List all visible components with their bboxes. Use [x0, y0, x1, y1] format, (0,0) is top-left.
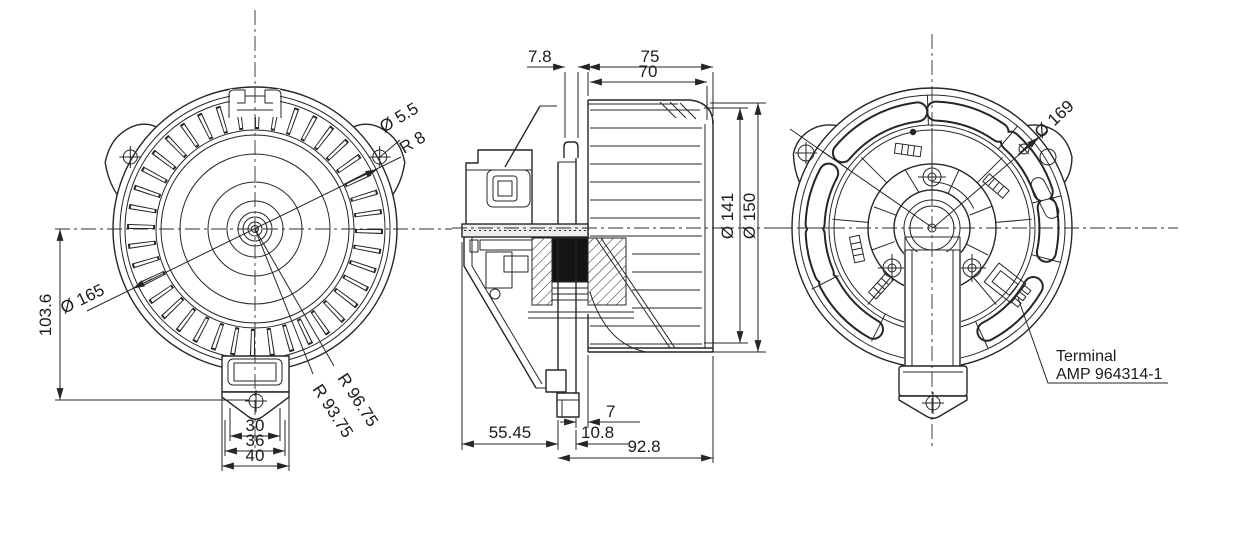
side-dim-928-label: 92.8: [627, 437, 660, 456]
side-lower-cowl: [463, 237, 567, 393]
front-impeller-diameter-label: Ø 165: [57, 280, 107, 317]
rear-centerlines: [778, 34, 1178, 446]
side-dim-70-label: 70: [639, 62, 658, 81]
rear-ear-left: [792, 124, 837, 183]
front-ear-left: [104, 123, 157, 195]
side-mounting-plate: [556, 141, 580, 418]
side-dim-flange-depth: 10.8: [575, 423, 628, 450]
side-dim-108-label: 10.8: [581, 423, 614, 442]
rear-bottom-bracket: [898, 365, 968, 419]
front-scroll-radius-leaders: R 96.75 R 93.75: [254, 228, 382, 441]
front-dim-103-label: 103.6: [36, 294, 55, 337]
front-dim-bracket-widths: 30 36 40: [221, 394, 290, 471]
side-dim-impeller-inner-diameter: Ø 141: [704, 107, 748, 344]
rear-terminal-label-line2: AMP 964314-1: [1056, 366, 1163, 383]
side-dim-plate-to-impeller: 7: [560, 355, 640, 428]
side-motor-housing: [461, 105, 589, 393]
side-connector: [486, 169, 531, 208]
front-dim-center-to-mount: 103.6: [36, 229, 249, 401]
front-impeller-diameter-leader: Ø 165: [57, 156, 402, 318]
rear-inner-spokes: [832, 128, 1032, 305]
rear-bottom-channel: [904, 236, 961, 368]
rear-view: Ø 169 Terminal AMP 964314-1: [778, 34, 1178, 446]
side-dim-141-label: Ø 141: [718, 193, 737, 239]
front-bottom-bracket: [221, 355, 290, 420]
rear-spring-clips: [848, 128, 1030, 300]
rear-housing-diameter-label: Ø 169: [1031, 96, 1078, 141]
side-dim-75-label: 75: [641, 47, 660, 66]
front-mount-hole-leader: Ø 5.5 R 8: [376, 99, 428, 158]
rear-dot-mark: [909, 128, 917, 136]
front-ear-right: [353, 123, 406, 195]
side-brush-card: [469, 239, 533, 300]
front-ear-radius-label: R 8: [396, 128, 428, 158]
side-dim-impeller-depth-open: 70: [590, 62, 708, 120]
side-dim-motor-housing-depth: 55.45: [461, 242, 559, 450]
front-dim-36-label: 36: [246, 431, 265, 450]
rear-terminal-callout: Terminal AMP 964314-1: [983, 262, 1168, 384]
side-dim-150-label: Ø 150: [740, 193, 759, 239]
rear-ear-right: [1027, 124, 1073, 219]
side-dim-7-label: 7: [606, 402, 615, 421]
side-dim-overall-depth: 92.8: [558, 356, 714, 463]
side-dim-5545-label: 55.45: [489, 423, 532, 442]
front-view: Ø 165 Ø 5.5 R 8 R 96.75 R 93.75 103.6 30: [36, 10, 452, 471]
side-dim-impeller-outer-diameter: Ø 150: [710, 102, 766, 353]
front-dim-40-label: 40: [246, 446, 265, 465]
side-dim-impeller-depth-total: 75: [587, 47, 714, 116]
rear-horseshoe-ribs: [871, 169, 993, 256]
side-dim-78-label: 7.8: [528, 47, 552, 66]
rear-terminal-label-line1: Terminal: [1056, 348, 1116, 365]
side-impeller-drum: [587, 99, 714, 353]
front-dim-30-label: 30: [246, 416, 265, 435]
side-motor-section: [528, 237, 676, 353]
side-dim-lip: 7.8: [527, 47, 596, 138]
rear-terminal-connector: [983, 262, 1032, 308]
side-section-view: 7.8 75 70 Ø 141 Ø 150: [452, 47, 792, 463]
